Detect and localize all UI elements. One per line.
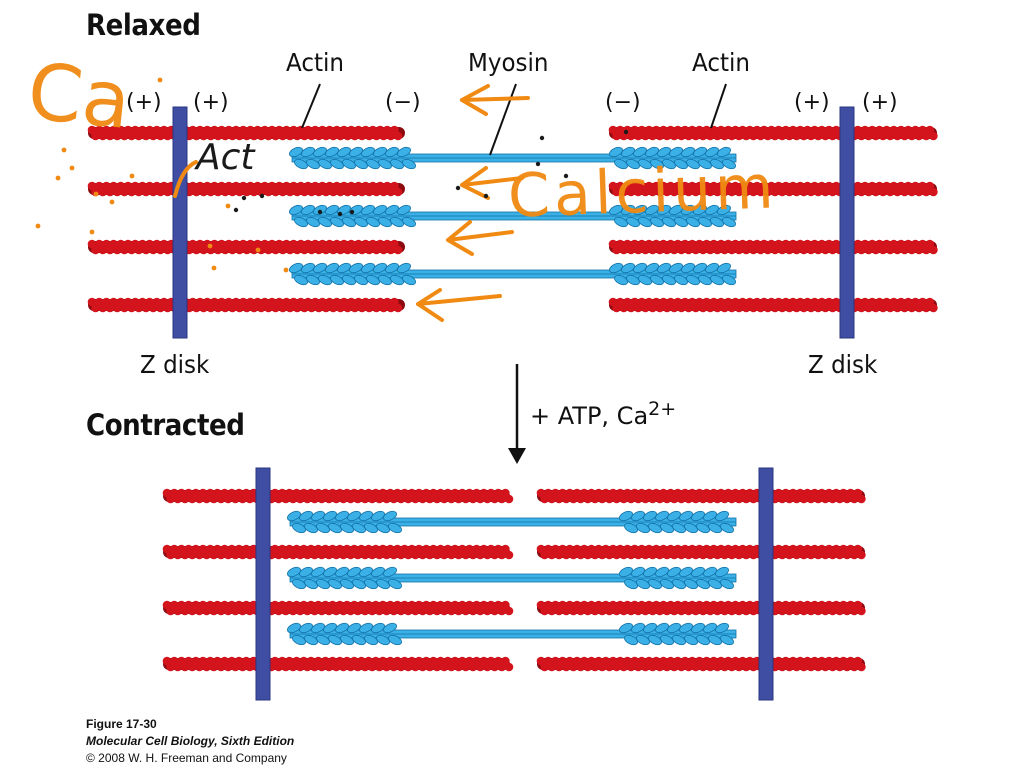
actin-filament [536, 656, 866, 672]
actin-filament [162, 600, 514, 616]
handwritten-dot [211, 265, 217, 271]
actin-filament [608, 181, 938, 197]
handwritten-stroke [173, 160, 198, 198]
actin-filament [536, 544, 866, 560]
myosin-filament [289, 262, 737, 286]
myosin-pointer [489, 83, 517, 156]
handwritten-dot-black [455, 185, 461, 191]
handwritten-act-note: Act [196, 137, 255, 178]
actin-filament [608, 239, 938, 255]
polarity-minus-2: (−) [605, 90, 641, 115]
handwritten-dot-black [623, 129, 629, 135]
polarity-plus-3: (+) [794, 90, 830, 115]
handwritten-dot-black [233, 207, 239, 213]
contracted-title: Contracted [86, 408, 245, 442]
actin-label-left: Actin [286, 48, 344, 77]
actin-left-pointer [301, 83, 321, 129]
z-disk [255, 467, 271, 701]
handwritten-dot [157, 77, 163, 83]
handwritten-calcium: Calcium [506, 152, 779, 232]
handwritten-dot [69, 165, 75, 171]
condition-superscript: 2+ [648, 398, 677, 420]
z-disk-label-left: Z disk [140, 350, 210, 379]
actin-filament [162, 544, 514, 560]
myosin-filament [287, 566, 737, 590]
polarity-plus-2: (+) [193, 90, 229, 115]
handwritten-dot-black [259, 193, 265, 199]
handwritten-arrow-3 [446, 220, 514, 256]
actin-filament [87, 239, 405, 255]
polarity-minus-1: (−) [385, 90, 421, 115]
handwritten-dot-black [563, 173, 569, 179]
z-disk [758, 467, 774, 701]
handwritten-dot [93, 191, 99, 197]
handwritten-dot-black [535, 161, 541, 167]
atp-calcium-condition: + ATP, Ca2+ [530, 398, 677, 430]
polarity-plus-4: (+) [862, 90, 898, 115]
actin-label-right: Actin [692, 48, 750, 77]
label-pointers [301, 83, 727, 156]
actin-filament [87, 181, 405, 197]
handwritten-dot [207, 243, 213, 249]
handwritten-dot [109, 199, 115, 205]
actin-filament [608, 125, 938, 141]
handwritten-arrow-2 [460, 166, 524, 200]
relaxed-title: Relaxed [86, 8, 201, 42]
handwritten-annotations [35, 77, 629, 322]
actin-filament [608, 297, 938, 313]
handwritten-dot [225, 203, 231, 209]
handwritten-dot [283, 267, 289, 273]
contracted-sarcomere [162, 467, 866, 701]
actin-filament [162, 488, 514, 504]
handwritten-dot [129, 173, 135, 179]
handwritten-dot-black [337, 211, 343, 217]
caption-figure-number: Figure 17-30 [86, 717, 157, 731]
handwritten-dot-black [317, 209, 323, 215]
caption-book-title: Molecular Cell Biology, Sixth Edition [86, 734, 295, 748]
arrow-down-icon [508, 364, 526, 464]
myosin-label: Myosin [468, 48, 549, 77]
condition-main: + ATP, Ca [530, 402, 649, 430]
myosin-filament [289, 204, 737, 228]
handwritten-arrow-1 [460, 84, 530, 116]
figure-caption: Figure 17-30 Molecular Cell Biology, Six… [86, 716, 294, 767]
z-disk-label-right: Z disk [808, 350, 878, 379]
actin-filament [87, 297, 405, 313]
z-disk [172, 106, 188, 339]
handwritten-dot [255, 247, 261, 253]
myosin-filament [289, 146, 737, 170]
polarity-plus-1: (+) [126, 90, 162, 115]
myosin-filament [287, 510, 737, 534]
handwritten-dot-black [539, 135, 545, 141]
actin-filament [536, 600, 866, 616]
handwritten-dot [55, 175, 61, 181]
handwritten-arrow-4 [416, 288, 502, 322]
actin-filament [536, 488, 866, 504]
relaxed-sarcomere [87, 106, 938, 339]
handwritten-dot-black [483, 193, 489, 199]
actin-right-pointer [710, 83, 727, 129]
handwritten-left-note: Ca [23, 46, 135, 148]
z-disk [839, 106, 855, 339]
actin-filament [162, 656, 514, 672]
handwritten-dot [35, 223, 41, 229]
myosin-filament [287, 622, 737, 646]
handwritten-dot [61, 147, 67, 153]
caption-copyright: © 2008 W. H. Freeman and Company [86, 751, 287, 765]
handwritten-dot-black [349, 209, 355, 215]
handwritten-dot [89, 229, 95, 235]
actin-filament [87, 125, 405, 141]
handwritten-dot-black [241, 195, 247, 201]
